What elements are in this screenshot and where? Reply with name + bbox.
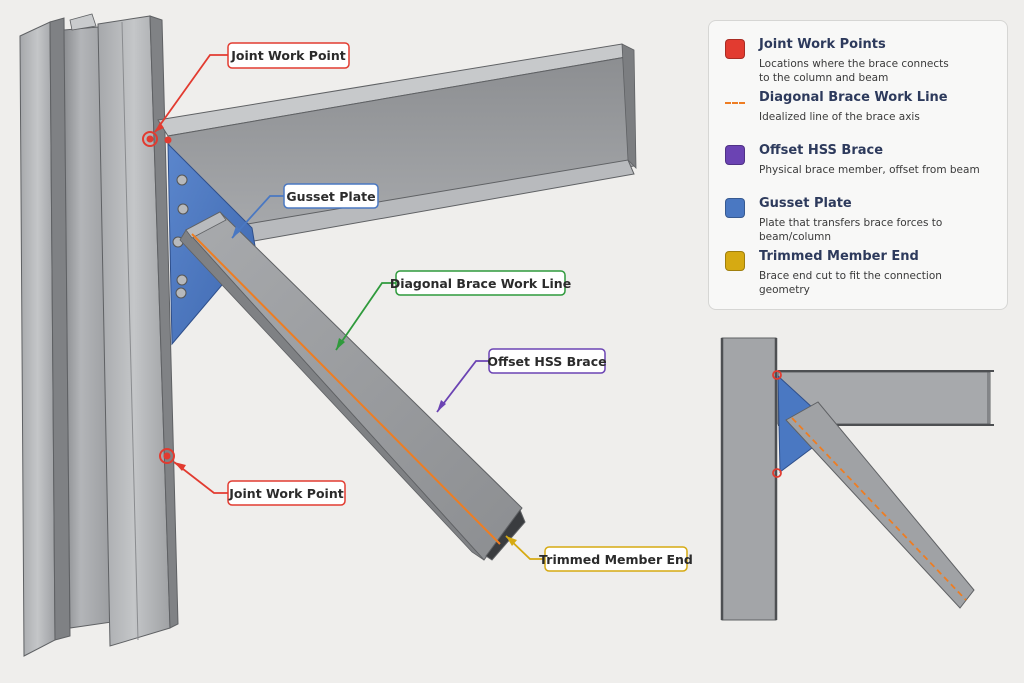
legend-item-offset-hss-brace: Offset HSS Brace Physical brace member, …: [725, 141, 993, 194]
callout-label-joint-bottom: Joint Work Point: [228, 486, 343, 501]
legend-desc: Plate that transfers brace forces to bea…: [759, 217, 943, 243]
legend-desc: Locations where the brace connects to th…: [759, 58, 949, 84]
callout-gusset-plate: Gusset Plate: [231, 183, 379, 239]
callout-label-hss: Offset HSS Brace: [487, 354, 606, 369]
callout-trimmed-member-end: Trimmed Member End: [505, 535, 693, 572]
callout-joint-work-point-bottom: Joint Work Point: [173, 461, 346, 506]
red-square-icon: [725, 39, 745, 59]
callout-label-workline: Diagonal Brace Work Line: [390, 276, 571, 291]
callout-joint-work-point-top: Joint Work Point: [154, 42, 350, 133]
legend-item-trimmed-member-end: Trimmed Member End Brace end cut to fit …: [725, 247, 993, 300]
yellow-square-icon: [725, 251, 745, 271]
legend-item-joint-work-points: Joint Work Points Locations where the br…: [725, 35, 993, 88]
joint-work-point-bottom: [159, 448, 175, 464]
legend-desc: Physical brace member, offset from beam: [759, 164, 980, 176]
callout-label-trimmed: Trimmed Member End: [539, 552, 693, 567]
callout-label-gusset: Gusset Plate: [286, 189, 375, 204]
blue-square-icon: [725, 198, 745, 218]
hss-brace: [179, 211, 526, 561]
callout-diagonal-brace-work-line: Diagonal Brace Work Line: [335, 270, 571, 351]
legend: Joint Work Points Locations where the br…: [708, 20, 1008, 310]
brace-work-line: [191, 233, 501, 545]
bolt-group: [172, 174, 189, 299]
legend-title: Offset HSS Brace: [759, 143, 884, 158]
orange-dashed-line-icon: [725, 92, 745, 112]
legend-title: Diagonal Brace Work Line: [759, 90, 948, 105]
legend-title: Joint Work Points: [759, 37, 886, 52]
legend-title: Trimmed Member End: [759, 249, 919, 264]
callout-offset-hss-brace: Offset HSS Brace: [436, 348, 607, 413]
purple-square-icon: [725, 145, 745, 165]
legend-item-diagonal-brace-work-line: Diagonal Brace Work Line Idealized line …: [725, 88, 993, 141]
legend-desc: Idealized line of the brace axis: [759, 111, 920, 123]
legend-title: Gusset Plate: [759, 196, 852, 211]
callout-label-joint-top: Joint Work Point: [230, 48, 345, 63]
joint-work-point-top: [142, 131, 172, 147]
legend-desc: Brace end cut to fit the connection geom…: [759, 270, 942, 296]
column: [19, 13, 179, 657]
schematic-elevation: [720, 337, 994, 621]
legend-item-gusset-plate: Gusset Plate Plate that transfers brace …: [725, 194, 993, 247]
